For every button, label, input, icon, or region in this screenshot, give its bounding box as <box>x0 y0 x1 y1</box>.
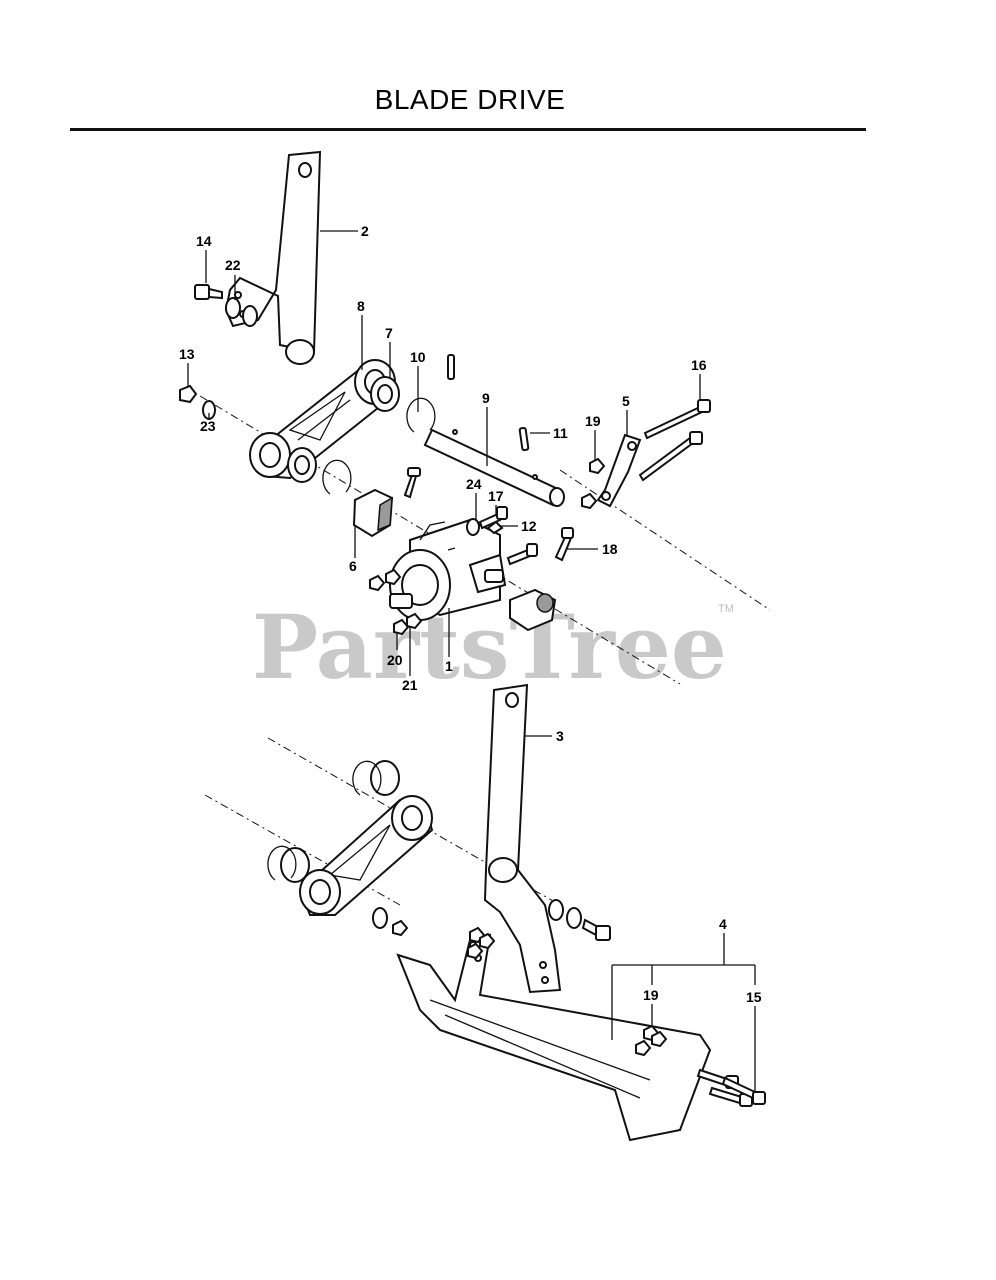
callout-14: 14 <box>196 233 212 249</box>
callout-4: 4 <box>719 916 727 932</box>
shaft-9 <box>423 428 565 507</box>
washer-24 <box>466 518 480 536</box>
mount-block-6 <box>352 488 557 632</box>
callout-15: 15 <box>746 989 762 1005</box>
page-title: BLADE DRIVE <box>374 84 566 115</box>
bolt-14 <box>194 284 223 300</box>
frame-bolts-15 <box>696 1068 766 1107</box>
nut-side <box>369 568 402 592</box>
retaining-ring-10 <box>322 397 436 495</box>
callout-18: 18 <box>602 541 618 557</box>
link-lower <box>267 760 434 916</box>
callout-6: 6 <box>349 558 357 574</box>
callout-10: 10 <box>410 349 426 365</box>
nuts-19-upper <box>581 457 606 510</box>
callout-24: 24 <box>466 476 482 492</box>
title-divider <box>70 128 866 131</box>
key-12 <box>486 520 504 535</box>
watermark: PartsTree TM <box>252 595 734 699</box>
bolt-pair <box>403 467 538 566</box>
link-8 <box>249 359 400 480</box>
callout-3: 3 <box>556 728 564 744</box>
callout-2: 2 <box>361 223 369 239</box>
lower-hardware <box>372 899 611 941</box>
watermark-tm: TM <box>718 603 734 615</box>
callout-13: 13 <box>179 346 195 362</box>
pin-18 <box>554 527 574 562</box>
lift-arm-lower <box>483 683 562 994</box>
callout-20: 20 <box>387 652 403 668</box>
callout-23: 23 <box>200 418 216 434</box>
callout-labels: 1 2 3 4 5 6 7 8 9 10 11 12 13 14 15 16 1… <box>179 223 762 1005</box>
washers-22 <box>225 297 258 327</box>
callout-1: 1 <box>445 658 453 674</box>
bolts-16 <box>638 399 711 482</box>
bearing-7 <box>287 376 400 483</box>
bracket-5 <box>596 433 642 508</box>
bolt-17 <box>478 506 508 530</box>
nut-20 <box>393 618 410 636</box>
callout-19-upper: 19 <box>585 413 601 429</box>
callout-7: 7 <box>385 325 393 341</box>
callout-16: 16 <box>691 357 707 373</box>
callout-5: 5 <box>622 393 630 409</box>
callout-9: 9 <box>482 390 490 406</box>
watermark-text: PartsTree <box>252 595 727 699</box>
nut-13 <box>179 384 198 404</box>
callout-21: 21 <box>402 677 418 693</box>
callout-11: 11 <box>553 425 568 441</box>
lift-arm-upper <box>224 150 322 365</box>
callout-22: 22 <box>225 257 241 273</box>
callout-12: 12 <box>521 518 537 534</box>
leader-lines <box>187 230 756 1092</box>
callout-8: 8 <box>357 298 365 314</box>
nut-21 <box>406 612 423 630</box>
frame-nuts <box>467 926 668 1057</box>
pin-11 <box>447 354 530 452</box>
callout-17: 17 <box>488 488 504 504</box>
callout-19-lower: 19 <box>643 987 659 1003</box>
